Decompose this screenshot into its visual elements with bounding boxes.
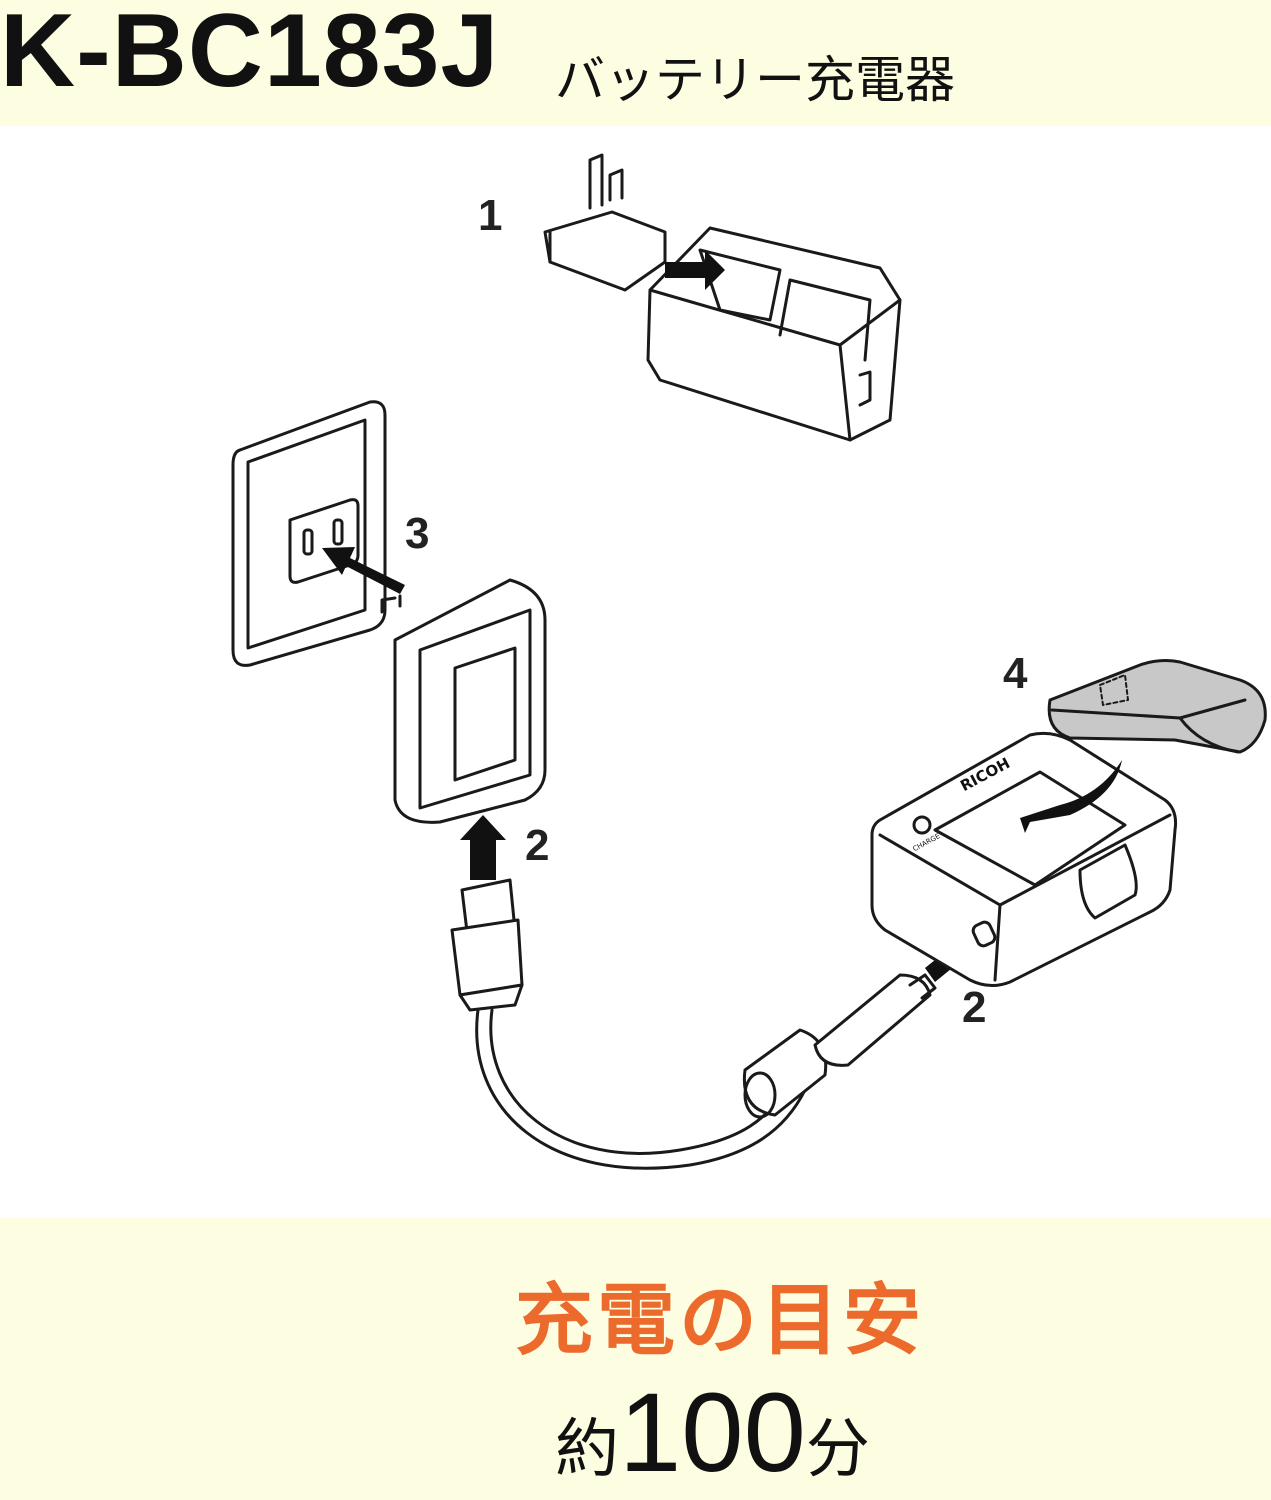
battery-icon — [1047, 659, 1267, 754]
arrow-icon — [322, 547, 405, 594]
charging-time: 約100分 — [555, 1368, 870, 1497]
product-subtitle: バッテリー充電器 — [555, 51, 955, 109]
step-label-2a: 2 — [525, 821, 549, 870]
usb-c-connector-icon — [813, 973, 937, 1067]
charging-diagram: 1 3 2 2 RI — [0, 126, 1271, 1218]
arrow-icon — [1020, 760, 1122, 833]
ferrite-core-icon — [742, 1028, 828, 1119]
charging-guide-title: 充電の目安 — [515, 1276, 926, 1366]
step-label-2b: 2 — [962, 983, 986, 1032]
model-number: K-BC183J — [0, 0, 500, 109]
step-label-1: 1 — [478, 191, 502, 240]
time-value: 100 — [619, 1370, 806, 1495]
ac-adapter-icon — [646, 226, 902, 442]
plug-attachment-icon — [543, 153, 667, 292]
step-label-3: 3 — [405, 509, 429, 558]
usb-a-connector-icon — [450, 878, 524, 1012]
step-label-4: 4 — [1003, 649, 1028, 698]
arrow-icon — [665, 250, 725, 290]
time-unit: 分 — [805, 1413, 870, 1487]
charging-time-section: 充電の目安 約100分 — [0, 1218, 1271, 1500]
charging-cradle-icon — [870, 731, 1177, 987]
time-prefix: 約 — [555, 1413, 619, 1487]
usb-power-adapter-icon — [380, 578, 547, 824]
wall-outlet-icon — [231, 400, 387, 667]
header: K-BC183J バッテリー充電器 — [0, 0, 1271, 126]
arrow-icon — [460, 815, 506, 880]
